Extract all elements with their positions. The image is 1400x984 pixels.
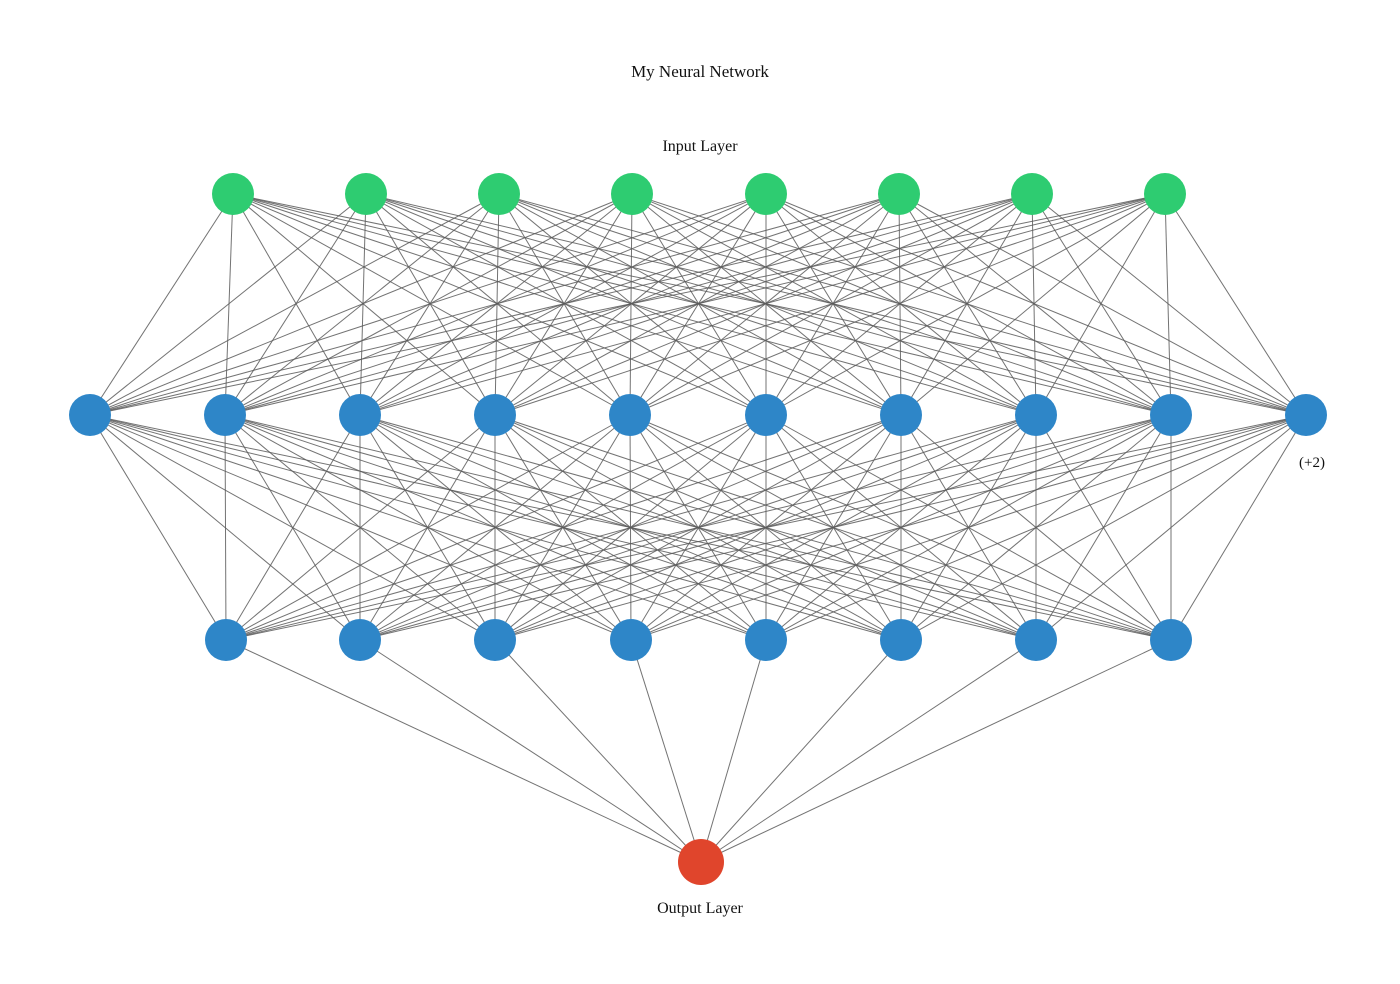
network-edge — [494, 414, 1307, 641]
network-edge — [1164, 193, 1172, 416]
network-node-layer0-5[interactable] — [878, 173, 920, 215]
network-edge — [900, 414, 1307, 641]
network-node-layer2-3[interactable] — [610, 619, 652, 661]
network-edge — [630, 414, 1307, 641]
network-node-layer1-9[interactable] — [1285, 394, 1327, 436]
network-edge — [89, 193, 500, 416]
network-edge — [89, 414, 227, 641]
network-edge — [700, 639, 902, 863]
network-edge — [765, 193, 1307, 416]
network-edge — [765, 414, 1307, 641]
network-edge — [224, 414, 227, 641]
network-edge — [898, 193, 1307, 416]
network-edge — [225, 414, 631, 641]
network-node-layer1-7[interactable] — [1015, 394, 1057, 436]
network-edge — [1164, 193, 1307, 416]
network-edge — [225, 414, 767, 641]
network-edge — [1035, 193, 1166, 416]
network-edge — [89, 193, 900, 416]
edges-group — [89, 193, 1307, 863]
network-edge — [700, 639, 1172, 863]
network-node-layer2-4[interactable] — [745, 619, 787, 661]
network-edge — [765, 193, 1172, 416]
network-edge — [225, 414, 1037, 641]
network-node-layer0-3[interactable] — [611, 173, 653, 215]
network-node-layer1-8[interactable] — [1150, 394, 1192, 436]
network-edge — [1031, 193, 1172, 416]
network-edge — [225, 414, 902, 641]
network-edge — [765, 193, 902, 416]
network-edge — [89, 193, 234, 416]
network-edge — [224, 193, 1166, 416]
network-node-layer2-7[interactable] — [1150, 619, 1192, 661]
network-edge — [765, 193, 1166, 416]
network-edge — [359, 414, 1307, 641]
network-node-layer2-0[interactable] — [205, 619, 247, 661]
network-edge — [365, 193, 902, 416]
network-node-layer1-3[interactable] — [474, 394, 516, 436]
network-edge — [900, 193, 1166, 416]
network-edge — [225, 414, 1307, 641]
network-node-layer1-5[interactable] — [745, 394, 787, 436]
network-edge — [630, 639, 702, 863]
network-edge — [225, 414, 496, 641]
output-layer-label: Output Layer — [657, 900, 743, 917]
network-edge — [365, 193, 631, 416]
network-edge — [89, 193, 1166, 416]
network-edge — [359, 639, 702, 863]
network-node-layer0-0[interactable] — [212, 173, 254, 215]
network-edge — [232, 193, 496, 416]
network-node-layer0-2[interactable] — [478, 173, 520, 215]
network-edge — [232, 193, 631, 416]
network-node-layer0-4[interactable] — [745, 173, 787, 215]
network-edge — [359, 193, 1166, 416]
network-edge — [898, 193, 1037, 416]
network-edge — [225, 414, 1172, 641]
network-edge — [700, 639, 767, 863]
network-edge — [765, 193, 1037, 416]
input-layer-label: Input Layer — [662, 138, 738, 155]
network-edge — [629, 193, 1166, 416]
network-node-layer0-1[interactable] — [345, 173, 387, 215]
network-edge — [498, 193, 1037, 416]
network-node-layer1-6[interactable] — [880, 394, 922, 436]
network-edge — [1170, 414, 1307, 641]
network-node-layer1-1[interactable] — [204, 394, 246, 436]
network-node-layer1-0[interactable] — [69, 394, 111, 436]
hidden-layer-extra-count-label: (+2) — [1299, 455, 1325, 471]
network-node-layer3-0[interactable] — [678, 839, 724, 885]
network-edge — [225, 639, 702, 863]
network-edge — [232, 193, 767, 416]
network-node-layer1-2[interactable] — [339, 394, 381, 436]
network-edge — [365, 193, 767, 416]
network-edge — [89, 193, 1033, 416]
network-edge — [700, 639, 1037, 863]
network-node-layer2-6[interactable] — [1015, 619, 1057, 661]
network-edge — [494, 639, 702, 863]
network-edge — [89, 193, 767, 416]
network-node-layer2-5[interactable] — [880, 619, 922, 661]
network-node-layer2-2[interactable] — [474, 619, 516, 661]
network-edge — [1031, 193, 1307, 416]
network-edge — [498, 193, 767, 416]
network-edge — [494, 193, 1166, 416]
network-edge — [1035, 414, 1307, 641]
network-edge — [89, 193, 367, 416]
nodes-group — [69, 173, 1327, 885]
network-node-layer1-4[interactable] — [609, 394, 651, 436]
network-node-layer0-7[interactable] — [1144, 173, 1186, 215]
page-title: My Neural Network — [631, 62, 769, 81]
network-edge — [498, 193, 631, 416]
network-node-layer0-6[interactable] — [1011, 173, 1053, 215]
network-edge — [498, 193, 902, 416]
network-edge — [365, 193, 496, 416]
network-edge — [225, 414, 361, 641]
network-edge — [89, 193, 633, 416]
network-edge — [898, 193, 1172, 416]
network-node-layer2-1[interactable] — [339, 619, 381, 661]
